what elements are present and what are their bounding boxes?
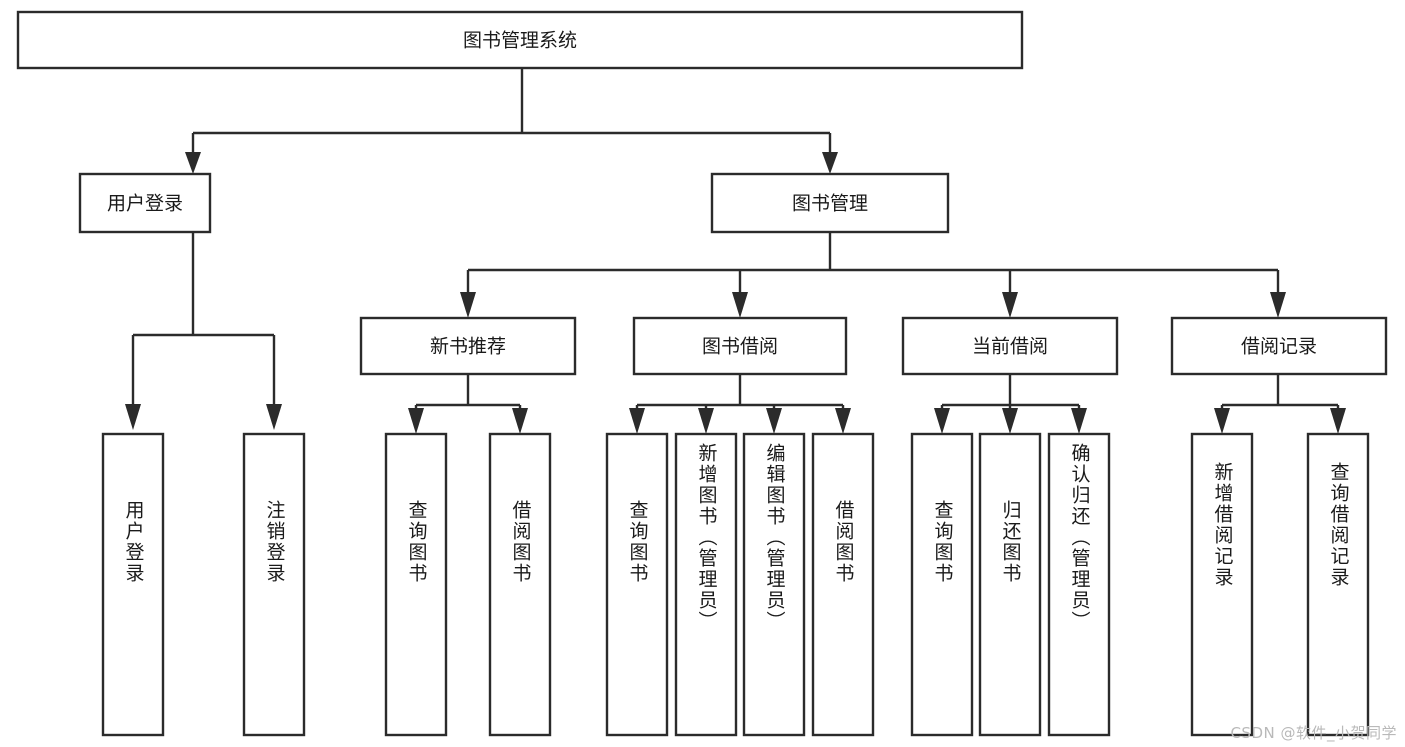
csdn-watermark: CSDN @软件_小贺同学	[1230, 724, 1397, 742]
horizontal-labels-group: 图书管理系统 用户登录 图书管理 新书推荐 图书借阅 当前借阅 借阅记录	[107, 30, 1317, 358]
leaf-box-new-book-1[interactable]	[384, 432, 448, 737]
arrow-borrowrecord-leaf-2	[1330, 408, 1346, 434]
node-root-label: 图书管理系统	[463, 30, 577, 52]
node-current-borrow-box[interactable]	[901, 316, 1119, 376]
connectors-group	[125, 68, 1346, 434]
node-book-manage-box[interactable]	[710, 172, 950, 234]
node-current-borrow-label: 当前借阅	[972, 336, 1048, 358]
arrow-bookborrow-leaf-2	[698, 408, 714, 434]
node-new-book-recommend-label: 新书推荐	[430, 336, 506, 358]
arrow-borrowrecord-leaf-1	[1214, 408, 1230, 434]
arrow-to-user-login	[185, 152, 201, 174]
leaf-box-book-borrow-1[interactable]	[605, 432, 669, 737]
arrow-currentborrow-leaf-3	[1071, 408, 1087, 434]
arrow-bookborrow-leaf-1	[629, 408, 645, 434]
node-book-borrow-box[interactable]	[632, 316, 848, 376]
arrow-userlogin-leaf-2	[266, 404, 282, 430]
leaf-box-current-borrow-3[interactable]	[1047, 432, 1111, 737]
nodes-group	[16, 10, 1388, 737]
leaf-box-borrow-record-1[interactable]	[1190, 432, 1254, 737]
node-new-book-recommend-box[interactable]	[359, 316, 577, 376]
node-root-box[interactable]	[16, 10, 1024, 70]
leaf-box-book-borrow-2[interactable]	[674, 432, 738, 737]
arrow-bookborrow-leaf-3	[766, 408, 782, 434]
node-borrow-record-box[interactable]	[1170, 316, 1388, 376]
node-user-login-label: 用户登录	[107, 193, 183, 215]
arrow-to-new-book-recommend	[460, 292, 476, 318]
leaf-box-user-login-2[interactable]	[242, 432, 306, 737]
arrow-newbook-leaf-2	[512, 408, 528, 434]
leaf-box-current-borrow-2[interactable]	[978, 432, 1042, 737]
node-book-borrow-label: 图书借阅	[702, 336, 778, 358]
leaf-box-new-book-2[interactable]	[488, 432, 552, 737]
arrow-bookborrow-leaf-4	[835, 408, 851, 434]
leaf-box-user-login-1[interactable]	[101, 432, 165, 737]
arrow-to-borrow-record	[1270, 292, 1286, 318]
leaf-box-book-borrow-4[interactable]	[811, 432, 875, 737]
arrow-to-book-borrow	[732, 292, 748, 318]
arrow-to-current-borrow	[1002, 292, 1018, 318]
node-book-manage-label: 图书管理	[792, 193, 868, 215]
arrow-newbook-leaf-1	[408, 408, 424, 434]
arrow-to-book-manage	[822, 152, 838, 174]
leaf-box-borrow-record-2[interactable]	[1306, 432, 1370, 737]
arrow-userlogin-leaf-1	[125, 404, 141, 430]
arrow-currentborrow-leaf-2	[1002, 408, 1018, 434]
leaf-box-book-borrow-3[interactable]	[742, 432, 806, 737]
node-user-login-box[interactable]	[78, 172, 212, 234]
node-borrow-record-label: 借阅记录	[1241, 336, 1317, 358]
leaf-box-current-borrow-1[interactable]	[910, 432, 974, 737]
arrow-currentborrow-leaf-1	[934, 408, 950, 434]
